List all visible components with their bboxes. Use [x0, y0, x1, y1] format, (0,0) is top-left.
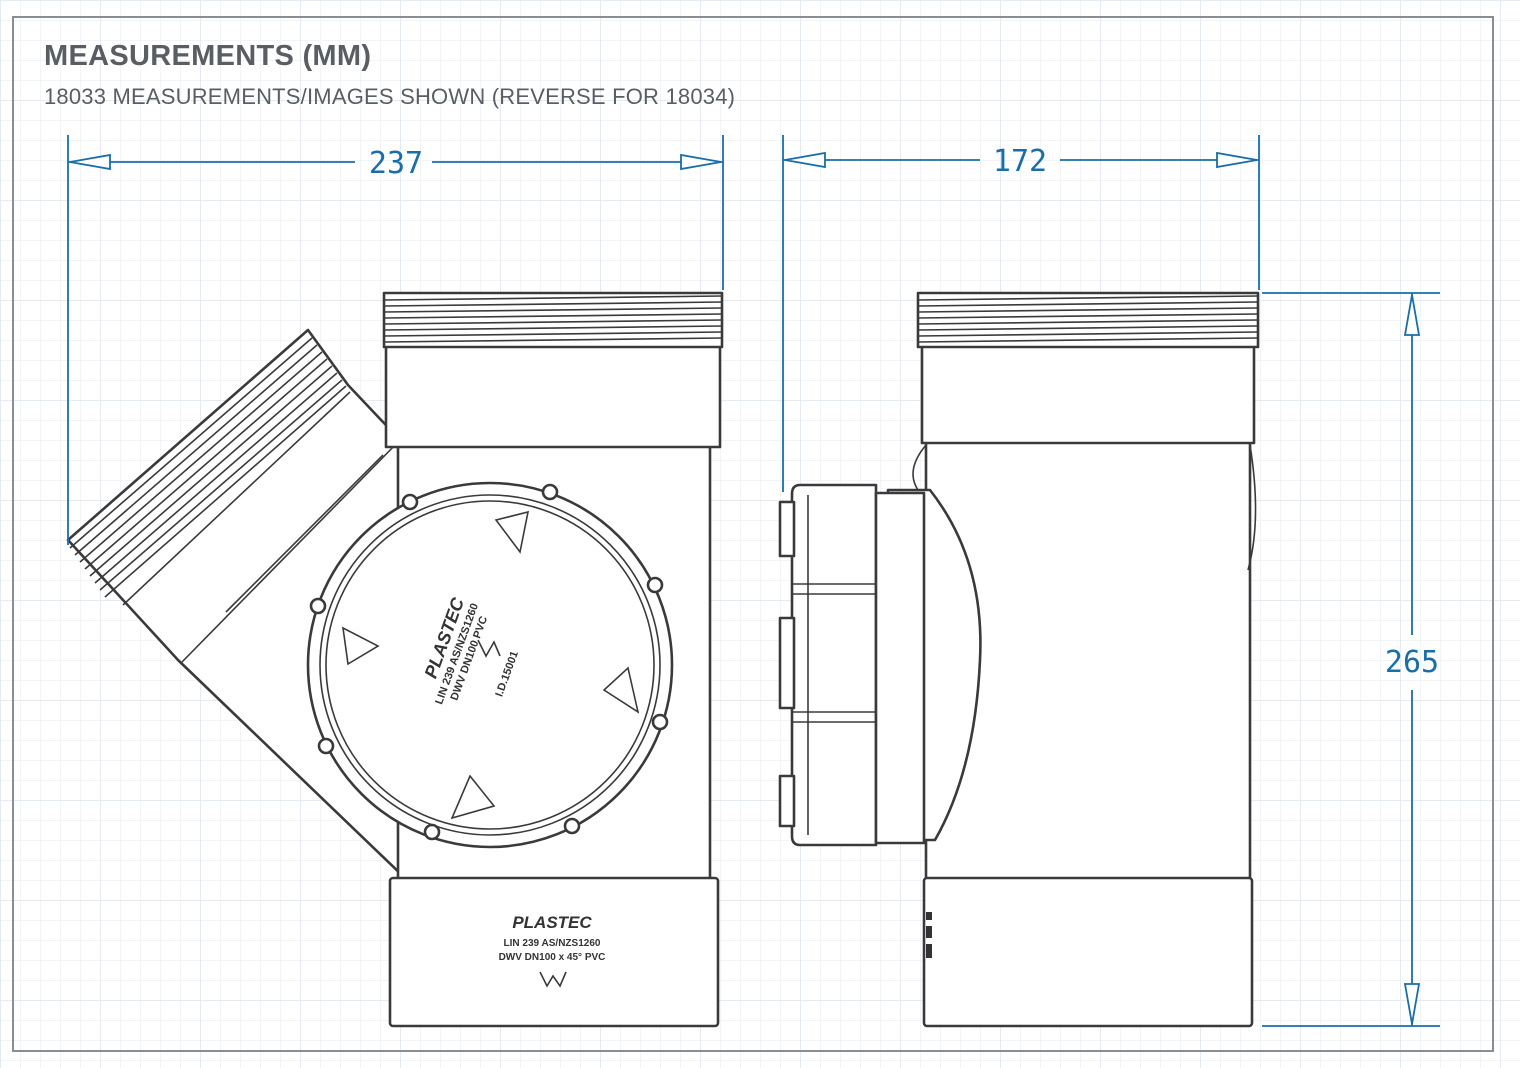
access-cap: PLASTEC LIN 239 AS/NZS1260 DWV DN100 PVC… [306, 481, 674, 849]
side-width-label: 172 [993, 144, 1047, 179]
page-title: MEASUREMENTS (MM) [44, 40, 372, 72]
body-markings: PLASTEC LIN 239 AS/NZS1260 DWV DN100 x 4… [499, 913, 606, 988]
branch-threads [69, 337, 347, 598]
side-thread-lines [917, 295, 1259, 343]
dimension-front-width: 237 [67, 135, 724, 545]
bottom-socket [388, 876, 720, 1028]
body-brand: PLASTEC [512, 913, 592, 932]
top-collar [384, 343, 722, 449]
side-collar [920, 343, 1256, 445]
side-view [778, 291, 1260, 1028]
drawing-frame [12, 16, 1494, 1052]
body-line2: DWV DN100 x 45° PVC [499, 952, 606, 963]
dimension-side-width: 172 [782, 135, 1260, 492]
front-view: PLASTEC LIN 239 AS/NZS1260 DWV DN100 PVC… [66, 291, 724, 1028]
body-line1: LIN 239 AS/NZS1260 [504, 938, 601, 949]
top-thread-lines [383, 295, 723, 343]
height-label: 265 [1385, 645, 1439, 680]
side-socket-marks [926, 912, 932, 958]
side-bottom-socket [922, 876, 1254, 1028]
dimension-height: 265 [1262, 292, 1440, 1027]
front-width-label: 237 [369, 146, 423, 181]
side-access-cap [778, 483, 926, 847]
page-subtitle: 18033 MEASUREMENTS/IMAGES SHOWN (REVERSE… [44, 84, 736, 109]
